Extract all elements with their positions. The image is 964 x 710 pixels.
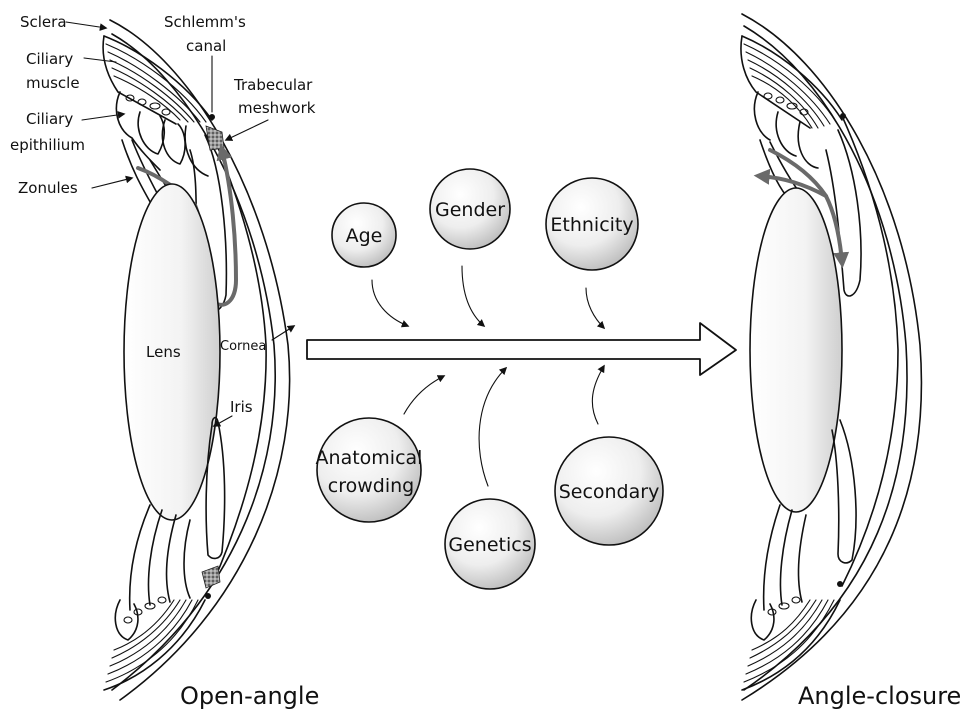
lower-ciliary-muscle: [104, 505, 205, 690]
label-schlemm-2: canal: [186, 37, 226, 55]
factor-age: Age: [332, 203, 408, 326]
trabecular-meshwork: [206, 126, 224, 150]
angle-closure-eye: Angle-closure: [741, 14, 961, 710]
factor-anatomical-label-1: Anatomical: [316, 447, 423, 469]
label-zonules: Zonules: [18, 179, 78, 197]
schlemms-canal: [209, 114, 215, 120]
factor-genetics-label: Genetics: [448, 534, 531, 556]
label-trabecular-2: meshwork: [238, 99, 316, 117]
factor-ethnicity: Ethnicity: [546, 178, 638, 328]
trabecular-meshwork-lower: [202, 566, 220, 588]
label-cornea: Cornea: [220, 339, 266, 354]
label-trabecular-1: Trabecular: [233, 76, 313, 94]
factor-anatomical-label-2: crowding: [328, 475, 414, 497]
label-lens: Lens: [146, 343, 181, 361]
label-ciliary-muscle-2: muscle: [26, 74, 80, 92]
label-sclera: Sclera: [20, 13, 67, 31]
factor-gender-label: Gender: [435, 199, 505, 221]
factor-gender: Gender: [430, 169, 510, 326]
label-ciliary-epi-2: epithilium: [10, 136, 85, 154]
label-schlemm-1: Schlemm's: [164, 13, 246, 31]
upper-ciliary-muscle-closure: [741, 36, 842, 168]
factor-genetics: Genetics: [445, 368, 535, 589]
label-ciliary-muscle-1: Ciliary: [26, 50, 73, 68]
label-iris: Iris: [230, 398, 253, 416]
factor-ethnicity-label: Ethnicity: [550, 214, 633, 236]
factor-secondary: Secondary: [555, 366, 663, 545]
caption-angle-closure: Angle-closure: [798, 682, 961, 710]
lower-ciliary-muscle-closure: [742, 505, 840, 690]
risk-factors: Age Gender Ethnicity Anatomical crowding…: [316, 169, 663, 589]
lens-closure: [750, 188, 842, 512]
factor-age-label: Age: [346, 225, 383, 247]
caption-open-angle: Open-angle: [180, 682, 319, 710]
progression-arrow: [307, 323, 736, 375]
factor-secondary-label: Secondary: [559, 481, 660, 503]
factor-anatomical-crowding: Anatomical crowding: [316, 376, 444, 522]
label-ciliary-epi-1: Ciliary: [26, 110, 73, 128]
open-angle-eye: Sclera Schlemm's canal Ciliary muscle Tr…: [10, 13, 319, 710]
